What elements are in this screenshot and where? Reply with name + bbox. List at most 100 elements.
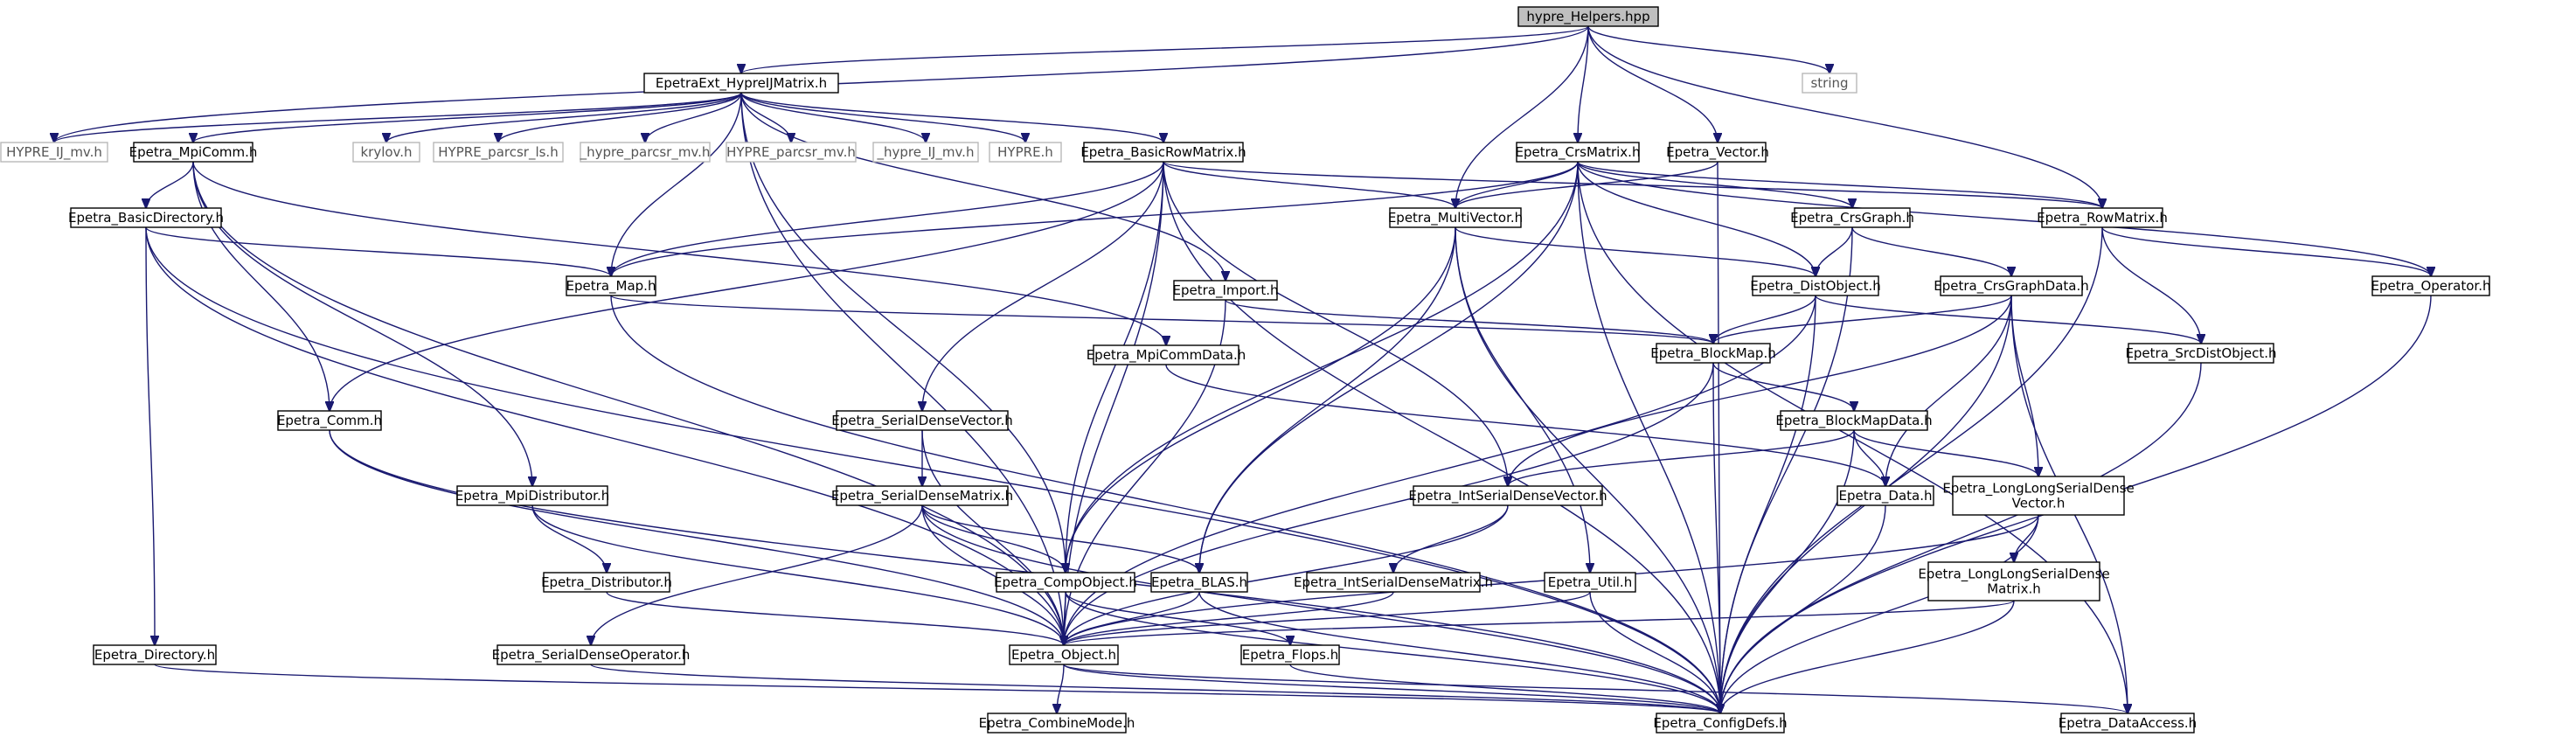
node-map[interactable]: Epetra_Map.h <box>566 275 656 296</box>
node-box-data <box>1837 485 1934 506</box>
nodes-layer: hypre_Helpers.hppEpetraExt_HypreIJMatrix… <box>0 6 2491 734</box>
node-basicdirectory[interactable]: Epetra_BasicDirectory.h <box>68 207 224 228</box>
edge-basicrowmatrix-to-rowmatrix <box>1163 161 2102 208</box>
node-directory[interactable]: Epetra_Directory.h <box>93 644 217 665</box>
node-label-blas: Epetra_BLAS.h <box>1151 574 1247 591</box>
node-ext-hypreij[interactable]: EpetraExt_HypreIJMatrix.h <box>643 73 839 94</box>
edge-compobject-to-configdefs <box>1065 591 1720 713</box>
node-label-intserialdensematrix: Epetra_IntSerialDenseMatrix.h <box>1294 574 1493 591</box>
edge-flops-to-configdefs <box>1289 664 1720 713</box>
edge-distobject-to-configdefs <box>1720 295 1816 713</box>
node-multivector[interactable]: Epetra_MultiVector.h <box>1388 207 1523 228</box>
node-serialdensematrix[interactable]: Epetra_SerialDenseMatrix.h <box>831 485 1013 506</box>
node-blockmap[interactable]: Epetra_BlockMap.h <box>1650 343 1776 364</box>
edge-util-to-object <box>1064 591 1591 645</box>
node-intserialdensevector[interactable]: Epetra_IntSerialDenseVector.h <box>1408 485 1607 506</box>
edge-compobject-to-flops <box>1065 591 1290 645</box>
node-box-import <box>1173 280 1278 301</box>
edge-mpicomm-to-comm <box>192 161 330 411</box>
node-mpicomm[interactable]: Epetra_MpiComm.h <box>129 142 258 163</box>
node-box-longlongsdv <box>1952 476 2125 516</box>
node-mpicommdata[interactable]: Epetra_MpiCommData.h <box>1087 344 1246 365</box>
node-comm[interactable]: Epetra_Comm.h <box>277 410 382 431</box>
node-box-hypre-parcsr-mv <box>726 142 857 163</box>
node-box-basicrowmatrix <box>1083 142 1244 163</box>
edge-crsmatrix-to-operator <box>1577 161 2431 276</box>
node-serialdensevector[interactable]: Epetra_SerialDenseVector.h <box>831 410 1013 431</box>
edge-blockmapdata-to-data <box>1853 429 1885 486</box>
edge-map-to-blockmap <box>610 295 1713 344</box>
node-vector[interactable]: Epetra_Vector.h <box>1666 142 1769 163</box>
node-label-distobject: Epetra_DistObject.h <box>1750 278 1881 295</box>
edge-crsmatrix-to-crsgraph <box>1577 161 1852 208</box>
node-rowmatrix[interactable]: Epetra_RowMatrix.h <box>2037 207 2168 228</box>
edge-ext-hypreij-to-hypre-ij-mv <box>54 92 742 143</box>
node-blockmapdata[interactable]: Epetra_BlockMapData.h <box>1775 410 1933 431</box>
node-label-combinemode: Epetra_CombineMode.h <box>979 715 1135 732</box>
edge-distributor-to-object <box>606 591 1064 645</box>
node-serialdenseoperator[interactable]: Epetra_SerialDenseOperator.h <box>492 644 691 665</box>
node-label-basicdirectory: Epetra_BasicDirectory.h <box>68 210 224 226</box>
node-label-rowmatrix: Epetra_RowMatrix.h <box>2037 210 2168 226</box>
node-box-compobject <box>996 572 1135 593</box>
node-label-basicrowmatrix: Epetra_BasicRowMatrix.h <box>1080 144 1246 161</box>
node-operator[interactable]: Epetra_Operator.h <box>2371 275 2491 296</box>
node-blas[interactable]: Epetra_BLAS.h <box>1150 572 1248 593</box>
node-box-hypre-h <box>989 142 1062 163</box>
edge-mpicomm-to-object <box>192 161 1064 645</box>
node-box-combinemode <box>987 713 1127 734</box>
edge-serialdenseoperator-to-configdefs <box>590 664 1720 713</box>
node-label-serialdensematrix: Epetra_SerialDenseMatrix.h <box>831 488 1013 504</box>
edge-crsgraph-to-distobject <box>1816 226 1853 276</box>
node-crsmatrix[interactable]: Epetra_CrsMatrix.h <box>1516 142 1641 163</box>
node-hypre-ij-mv: _hypre_IJ_mv.h <box>872 142 979 163</box>
node-srcdistobject[interactable]: Epetra_SrcDistObject.h <box>2125 343 2277 364</box>
edge-multivector-to-distobject <box>1455 226 1816 276</box>
node-object[interactable]: Epetra_Object.h <box>1009 644 1119 665</box>
node-krylov: krylov.h <box>352 142 420 163</box>
node-flops[interactable]: Epetra_Flops.h <box>1240 644 1340 665</box>
edge-crsmatrix-to-rowmatrix <box>1577 161 2102 208</box>
node-box-intserialdensematrix <box>1306 572 1481 593</box>
edge-mpicomm-to-basicdirectory <box>146 161 194 208</box>
edge-vector-to-configdefs <box>1718 161 1720 713</box>
node-intserialdensematrix[interactable]: Epetra_IntSerialDenseMatrix.h <box>1294 572 1493 593</box>
node-import[interactable]: Epetra_Import.h <box>1172 280 1279 301</box>
node-box-srcdistobject <box>2128 343 2274 364</box>
node-label-map: Epetra_Map.h <box>566 278 656 295</box>
node-box-flops <box>1240 644 1340 665</box>
edge-basicrowmatrix-to-compobject <box>1066 161 1164 573</box>
edge-blockmapdata-to-intserialdensevector <box>1508 429 1855 486</box>
node-box-crsgraphdata <box>1940 275 2083 296</box>
node-box-serialdensevector <box>836 410 1009 431</box>
node-dataaccess[interactable]: Epetra_DataAccess.h <box>2059 713 2197 734</box>
node-distributor[interactable]: Epetra_Distributor.h <box>541 572 672 593</box>
node-hypre-helpers[interactable]: hypre_Helpers.hpp <box>1517 6 1659 27</box>
node-box-basicdirectory <box>70 207 222 228</box>
node-combinemode[interactable]: Epetra_CombineMode.h <box>979 713 1135 734</box>
node-label-hypre-ij-mv: HYPRE_IJ_mv.h <box>6 144 102 161</box>
node-basicrowmatrix[interactable]: Epetra_BasicRowMatrix.h <box>1080 142 1246 163</box>
edge-hypre-helpers-to-vector <box>1587 25 1718 143</box>
edge-longlongsdm-to-configdefs <box>1720 600 2015 713</box>
node-crsgraphdata[interactable]: Epetra_CrsGraphData.h <box>1934 275 2089 296</box>
node-data[interactable]: Epetra_Data.h <box>1837 485 1934 506</box>
node-box-hypre-helpers <box>1517 6 1659 27</box>
node-box-map <box>566 275 656 296</box>
edge-intserialdensematrix-to-object <box>1064 591 1394 645</box>
node-distobject[interactable]: Epetra_DistObject.h <box>1750 275 1881 296</box>
edge-blockmapdata-to-configdefs <box>1720 429 1855 713</box>
node-hypre-parcsr-mv: _hypre_parcsr_mv.h <box>580 142 711 163</box>
node-label-mpidistributor: Epetra_MpiDistributor.h <box>455 488 610 504</box>
node-configdefs[interactable]: Epetra_ConfigDefs.h <box>1653 713 1788 734</box>
node-box-mpidistributor <box>456 485 608 506</box>
node-label-crsgraph: Epetra_CrsGraph.h <box>1790 210 1914 226</box>
edge-basicdirectory-to-directory <box>145 226 155 645</box>
node-util[interactable]: Epetra_Util.h <box>1544 572 1636 593</box>
node-compobject[interactable]: Epetra_CompObject.h <box>994 572 1137 593</box>
node-crsgraph[interactable]: Epetra_CrsGraph.h <box>1790 207 1914 228</box>
edge-crsgraphdata-to-intserialdensevector <box>1508 295 2012 486</box>
node-mpidistributor[interactable]: Epetra_MpiDistributor.h <box>455 485 610 506</box>
